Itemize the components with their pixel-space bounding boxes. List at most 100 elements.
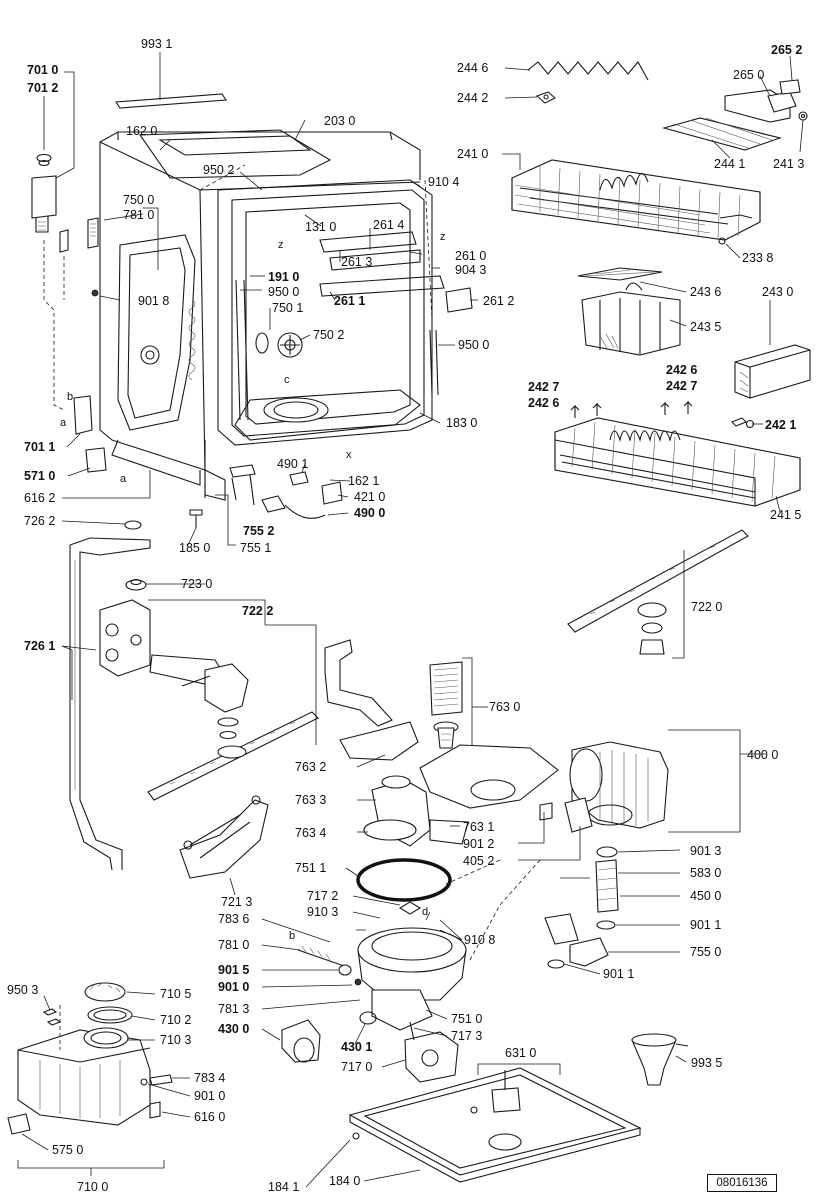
label-763-2: 763 2 [295, 760, 327, 774]
label-490-0: 490 0 [354, 506, 386, 520]
label-750-0: 750 0 [123, 193, 155, 207]
label-717-3: 717 3 [451, 1029, 483, 1043]
cutlery-basket [577, 267, 811, 399]
water-softener [7, 982, 173, 1176]
label-901-1-a: 901 1 [690, 918, 722, 932]
label-490-1: 490 1 [277, 457, 309, 471]
label-242-7-a: 242 7 [528, 380, 560, 394]
label-783-6: 783 6 [218, 912, 250, 926]
label-763-0: 763 0 [489, 700, 521, 714]
label-910-3: 910 3 [307, 905, 339, 919]
label-950-0-top: 950 0 [268, 285, 300, 299]
label-783-4: 783 4 [194, 1071, 226, 1085]
label-950-0-right: 950 0 [458, 338, 490, 352]
upper-basket-assembly [511, 61, 808, 245]
label-950-3: 950 3 [7, 983, 39, 997]
label-721-3: 721 3 [221, 895, 253, 909]
label-910-4: 910 4 [428, 175, 460, 189]
label-751-1: 751 1 [295, 861, 327, 875]
marker-z-left: z [278, 239, 284, 251]
label-575-0: 575 0 [52, 1143, 84, 1157]
label-242-6-b: 242 6 [666, 363, 698, 377]
part-721-3 [179, 799, 269, 879]
label-726-2: 726 2 [24, 514, 56, 528]
label-901-1-b: 901 1 [603, 967, 635, 981]
label-233-8: 233 8 [742, 251, 774, 265]
part-993-5-funnel [631, 1039, 677, 1086]
label-904-3: 904 3 [455, 263, 487, 277]
label-763-3: 763 3 [295, 793, 327, 807]
label-722-2: 722 2 [242, 604, 274, 618]
label-243-0: 243 0 [762, 285, 794, 299]
label-781-0: 781 0 [218, 938, 250, 952]
marker-b-lower: b [289, 930, 296, 942]
leader-lines [21, 52, 804, 1188]
label-241-3: 241 3 [773, 157, 805, 171]
label-717-0: 717 0 [341, 1060, 373, 1074]
label-993-1: 993 1 [141, 37, 173, 51]
label-701-2: 701 2 [27, 81, 59, 95]
label-261-0: 261 0 [455, 249, 487, 263]
label-750-2: 750 2 [313, 328, 345, 342]
label-583-0: 583 0 [690, 866, 722, 880]
label-710-2: 710 2 [160, 1013, 192, 1027]
label-261-2: 261 2 [483, 294, 515, 308]
label-261-3: 261 3 [341, 255, 373, 269]
label-430-1: 430 1 [341, 1040, 373, 1054]
label-244-1: 244 1 [714, 157, 746, 171]
label-701-0: 701 0 [27, 63, 59, 77]
label-755-0: 755 0 [690, 945, 722, 959]
label-203-0: 203 0 [324, 114, 356, 128]
marker-a-left: a [60, 417, 67, 429]
label-421-0: 421 0 [354, 490, 386, 504]
label-710-0: 710 0 [77, 1180, 109, 1194]
part-993-1-strip [115, 93, 227, 109]
label-726-1: 726 1 [24, 639, 56, 653]
label-261-4: 261 4 [373, 218, 405, 232]
marker-z-right: z [440, 231, 446, 243]
label-755-2: 755 2 [243, 524, 275, 538]
label-243-6: 243 6 [690, 285, 722, 299]
label-184-0: 184 0 [329, 1174, 361, 1188]
marker-x: x [346, 449, 352, 461]
heater-housing [544, 846, 619, 969]
label-781-3: 781 3 [218, 1002, 250, 1016]
label-631-0: 631 0 [505, 1046, 537, 1060]
part-755 [229, 464, 256, 478]
label-717-2: 717 2 [307, 889, 339, 903]
lower-spray-arm [147, 599, 319, 801]
label-616-0: 616 0 [194, 1110, 226, 1124]
label-265-0: 265 0 [733, 68, 765, 82]
label-950-2: 950 2 [203, 163, 235, 177]
label-763-4: 763 4 [295, 826, 327, 840]
label-191-0: 191 0 [268, 270, 300, 284]
label-910-8: 910 8 [464, 933, 496, 947]
tub-assembly [99, 129, 473, 501]
label-901-0-b: 901 0 [194, 1089, 226, 1103]
lower-basket-assembly [554, 400, 801, 507]
label-261-1: 261 1 [334, 294, 366, 308]
upper-spray-arm [567, 529, 749, 659]
label-710-3: 710 3 [160, 1033, 192, 1047]
label-400-0: 400 0 [747, 748, 779, 762]
part-751-1-gasket [356, 858, 452, 902]
label-242-1: 242 1 [765, 418, 797, 432]
part-701 [31, 153, 107, 473]
label-901-0: 901 0 [218, 980, 250, 994]
label-162-0: 162 0 [126, 124, 158, 138]
label-241-5: 241 5 [770, 508, 802, 522]
document-number: 08016136 [707, 1174, 777, 1192]
label-430-0: 430 0 [218, 1022, 250, 1036]
label-901-5: 901 5 [218, 963, 250, 977]
label-242-7-b: 242 7 [666, 379, 698, 393]
base-tray [348, 1063, 642, 1183]
label-722-0: 722 0 [691, 600, 723, 614]
label-244-2: 244 2 [457, 91, 489, 105]
label-185-0: 185 0 [179, 541, 211, 555]
label-781-0-top: 781 0 [123, 208, 155, 222]
label-162-1: 162 1 [348, 474, 380, 488]
label-901-2: 901 2 [463, 837, 495, 851]
label-755-1: 755 1 [240, 541, 272, 555]
